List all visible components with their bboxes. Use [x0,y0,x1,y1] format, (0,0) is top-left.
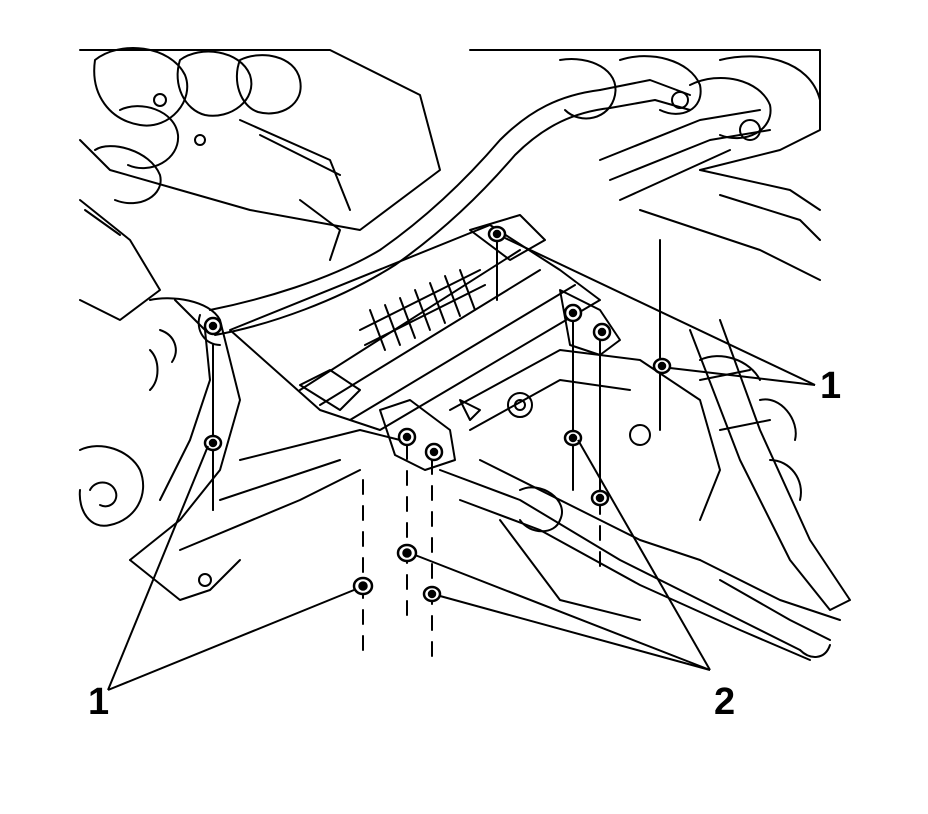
nut-left-upper [203,434,223,452]
crossmember [229,214,621,471]
nut-mid-a [563,429,583,447]
nuts [203,225,672,603]
exhaust-pipes [439,469,841,661]
frame-area-upper-right [469,49,821,281]
leader-1-right-a [504,237,816,386]
bushing-upper-right-bolt [563,303,583,323]
leader-1-right-b [669,367,816,386]
leader-2-b [414,554,711,671]
leader-1-left-b [107,589,355,691]
bolt-dashes [212,444,601,666]
callout-2: 2 [714,681,735,723]
callout-1-left: 1 [88,681,109,723]
leader-1-left-a [107,445,209,691]
nut-upper-center [487,225,507,243]
leader-2-a [577,439,711,671]
callout-1-right: 1 [820,365,841,407]
leader-lines [107,237,816,691]
engine-area-upper-left [79,47,441,321]
left-control-arm [78,297,401,601]
bushing-left-bolt [203,316,223,336]
nut-right-upper [652,357,672,375]
nut-lower-mid-b [422,585,442,603]
nut-lower-left [352,576,374,596]
leader-2-c [439,595,711,671]
right-control-arm [599,109,851,611]
stabilizer-bar [197,79,691,346]
nut-lower-mid-a [396,543,418,563]
oil-pan-area [449,349,721,561]
nut-mid-b [590,489,610,507]
bushing-lower-bolt-b [424,442,444,462]
bushing-lower-bolt-a [397,427,417,447]
bushing-upper-right-bolt-b [592,322,612,342]
